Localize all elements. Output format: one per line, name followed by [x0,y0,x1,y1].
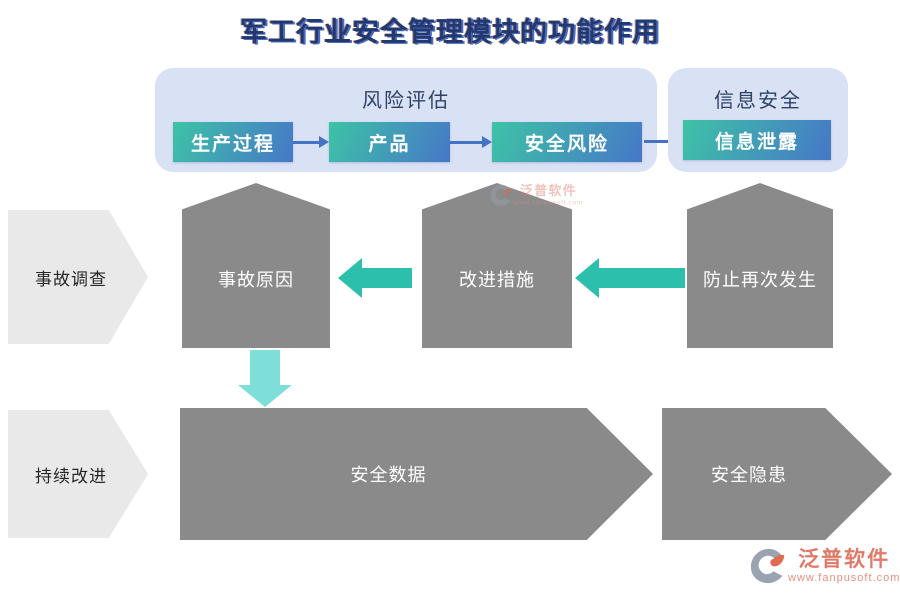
page-title: 军工行业安全管理模块的功能作用 [240,17,660,47]
info-security-panel: 信息安全 信息泄露 [668,68,848,172]
fanpu-logo-icon [490,184,512,206]
arrow-head [338,258,362,298]
node-safety-data: 安全数据 [180,408,653,540]
arrow-head [482,136,492,148]
arrow-shaft [644,139,674,143]
right-arrow-icon [450,136,492,148]
left-arrow-icon [575,258,685,298]
risk-panel-header: 风险评估 [362,90,450,112]
arrow-shaft [599,268,685,288]
node-product: 产品 [329,122,450,162]
info-panel-header: 信息安全 [714,90,802,112]
arrow-head [575,258,599,298]
fanpu-logo-icon [750,548,785,584]
tag-accident-investigation: 事故调查 [8,210,148,344]
brand-url: www.fanpusoft.com [513,198,584,207]
down-arrow-icon [238,350,292,407]
arrow-head [319,136,329,148]
node-safety-hazard: 安全隐患 [662,408,892,540]
arrow-shaft [362,268,412,288]
node-accident-cause: 事故原因 [182,183,330,348]
brand-name: 泛普软件 [798,547,891,571]
left-arrow-icon [338,258,412,298]
node-production-process: 生产过程 [173,122,293,162]
node-prevent-recurrence: 防止再次发生 [687,183,833,348]
arrow-shaft [450,140,485,144]
tag-continuous-improvement: 持续改进 [8,410,148,538]
brand-name: 泛普软件 [519,183,577,199]
risk-assessment-panel: 风险评估 生产过程 产品 安全风险 [155,68,657,172]
arrow-shaft [250,350,280,385]
arrow-head [238,385,292,407]
watermark-center: 泛普软件 www.fanpusoft.com [490,184,583,206]
node-info-leak: 信息泄露 [683,120,831,160]
right-arrow-icon [293,136,329,148]
node-improvement-measures: 改进措施 [422,183,572,348]
brand-url: www.fanpusoft.com [788,572,900,585]
arrow-shaft [293,140,322,144]
node-safety-risk: 安全风险 [492,122,642,162]
watermark-bottom-right: 泛普软件 www.fanpusoft.com [750,547,900,585]
